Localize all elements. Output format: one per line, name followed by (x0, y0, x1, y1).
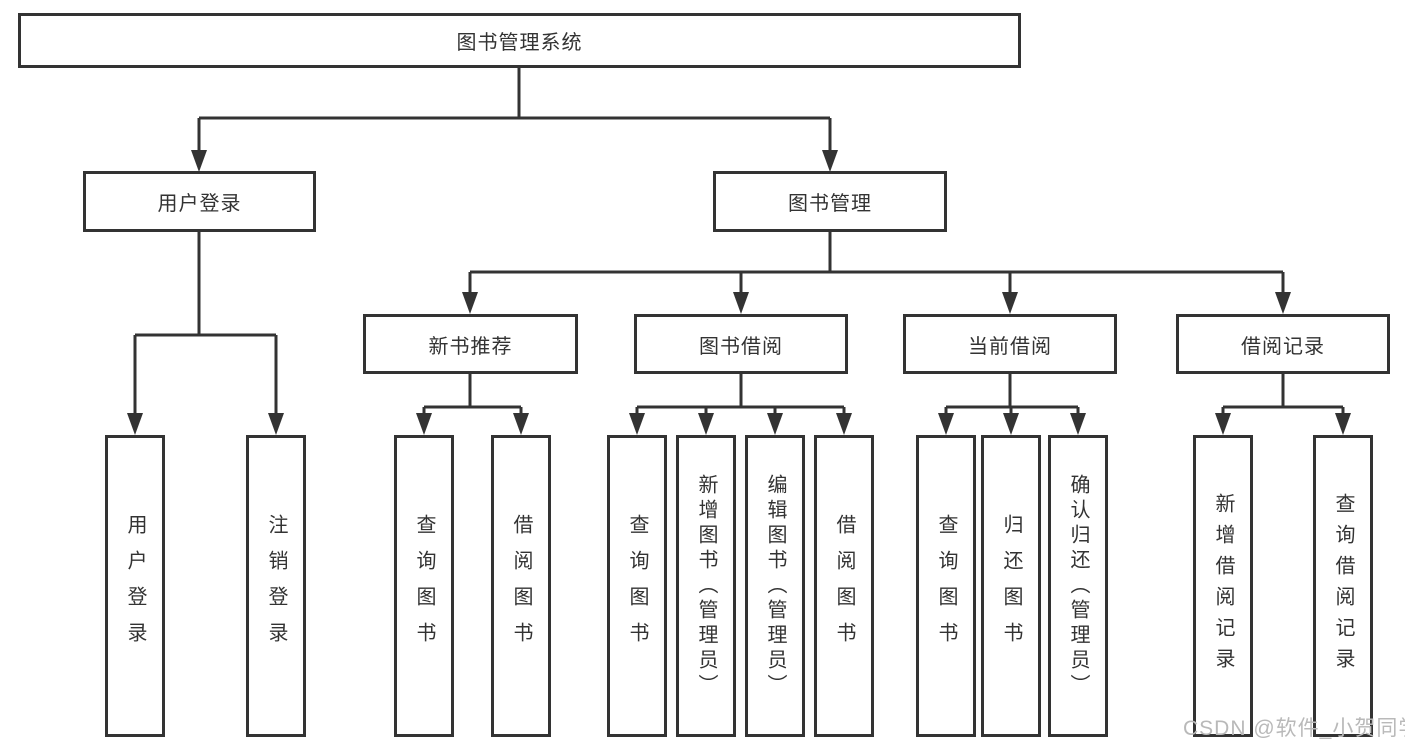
connector-borrowing-to-leaves (635, 374, 846, 416)
node-book-borrowing: 图书借阅 (634, 314, 848, 374)
node-label: 图书管理系统 (456, 32, 583, 54)
leaf-query-books: 查询图书 (394, 435, 454, 737)
node-book-management: 图书管理 (713, 171, 947, 232)
leaf-borrow-books: 借阅图书 (491, 435, 551, 737)
node-new-book-recommend: 新书推荐 (363, 314, 578, 374)
connector-userlogin-to-leaves (133, 232, 278, 416)
leaf-label: 查询借阅记录 (1332, 493, 1354, 679)
node-user-login: 用户登录 (83, 171, 316, 232)
leaf-add-books-admin: 新增图书（管理员） (676, 435, 736, 737)
leaf-label: 新增图书（管理员） (695, 473, 717, 699)
leaf-query-books: 查询图书 (607, 435, 667, 737)
arrowheads (127, 150, 1351, 435)
node-label: 当前借阅 (968, 335, 1052, 358)
csdn-watermark: CSDN @软件_小贺同学 (1183, 717, 1405, 740)
leaf-add-borrow-record: 新增借阅记录 (1193, 435, 1253, 737)
leaf-logout: 注销登录 (246, 435, 306, 737)
leaf-label: 查询图书 (413, 514, 435, 658)
connector-current-to-leaves (944, 374, 1080, 416)
leaf-label: 归还图书 (1000, 514, 1022, 658)
connector-records-to-leaves (1221, 374, 1345, 416)
node-current-borrowing: 当前借阅 (903, 314, 1117, 374)
connector-root-to-level2 (197, 68, 832, 152)
leaf-label: 用户登录 (124, 514, 146, 658)
leaf-query-borrow-record: 查询借阅记录 (1313, 435, 1373, 737)
node-borrow-records: 借阅记录 (1176, 314, 1390, 374)
node-library-system: 图书管理系统 (18, 13, 1021, 68)
connector-bookmgmt-to-level3 (468, 232, 1285, 295)
leaf-label: 借阅图书 (510, 514, 532, 658)
leaf-label: 查询图书 (935, 514, 957, 658)
leaf-query-books: 查询图书 (916, 435, 976, 737)
leaf-edit-books-admin: 编辑图书（管理员） (745, 435, 805, 737)
leaf-label: 借阅图书 (833, 514, 855, 658)
leaf-label: 确认归还（管理员） (1067, 473, 1089, 699)
leaf-confirm-return-admin: 确认归还（管理员） (1048, 435, 1108, 737)
leaf-user-login: 用户登录 (105, 435, 165, 737)
node-label: 用户登录 (157, 193, 242, 215)
node-label: 图书借阅 (699, 335, 783, 358)
leaf-label: 查询图书 (626, 514, 648, 658)
node-label: 借阅记录 (1241, 335, 1325, 358)
connector-newrec-to-leaves (422, 374, 523, 416)
leaf-borrow-books: 借阅图书 (814, 435, 874, 737)
node-label: 新书推荐 (428, 335, 513, 358)
node-label: 图书管理 (788, 193, 872, 215)
leaf-return-books: 归还图书 (981, 435, 1041, 737)
leaf-label: 注销登录 (265, 514, 287, 658)
leaf-label: 编辑图书（管理员） (764, 473, 786, 699)
leaf-label: 新增借阅记录 (1212, 493, 1234, 679)
